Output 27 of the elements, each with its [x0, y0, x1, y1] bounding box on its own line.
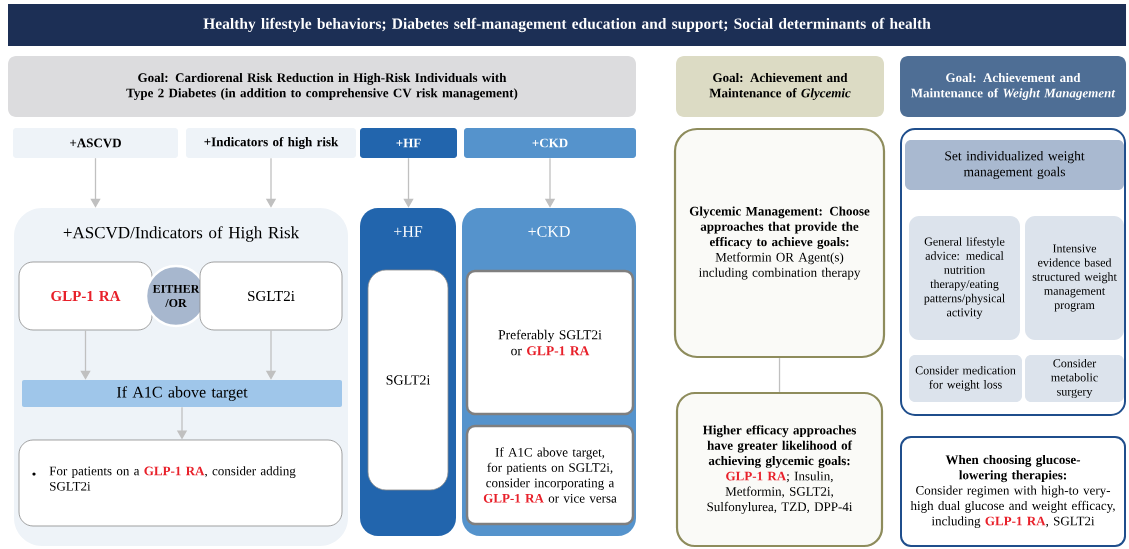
option-box: Intensive evidence based structured weight management program: [1025, 216, 1124, 340]
approach-box: Glycemic Management: Choose approaches that provide the efficacy to achieve goals: Metformin OR Agent(s) including combination therapy: [673, 127, 886, 359]
approach-box: Higher efficacy approaches have greater likelihood of achieving glycemic goals: GLP-1 RA; Insulin, Metformin, SGLT2i, Sulfonylurea, TZD, DPP-4i: [675, 391, 884, 548]
recommendation-box: Preferably SGLT2i or GLP-1 RA: [465, 269, 635, 416]
goal-header: Goal: Cardiorenal Risk Reduction in High-Risk Individuals with Type 2 Diabetes (in addition to comprehensive CV risk management): [8, 56, 636, 117]
option-box: Consider medication for weight loss: [909, 355, 1022, 402]
drug-box: SGLT2i: [367, 269, 449, 491]
recommendation-box: For patients on a GLP-1 RA, consider adding SGLT2i: [18, 439, 343, 527]
option-box: Consider metabolic surgery: [1025, 355, 1124, 402]
category-tab: +CKD: [464, 128, 636, 158]
drug-box: SGLT2i: [199, 261, 343, 331]
goal-header: Goal: Achievement and Maintenance of Weight Management: [900, 56, 1126, 117]
condition-bar: If A1C above target: [22, 380, 342, 407]
category-tab: +Indicators of high risk: [186, 128, 356, 158]
connector-line: [778, 357, 781, 393]
goal-header: Goal: Achievement and Maintenance of Glycemic: [676, 56, 884, 117]
arrow: [90, 157, 101, 208]
drug-box: GLP-1 RA: [18, 261, 153, 331]
arrow: [403, 157, 414, 208]
option-box: General lifestyle advice: medical nutrition therapy/eating patterns/physical activity: [909, 216, 1020, 340]
goal-bar: Set individualized weight management goals: [905, 140, 1124, 190]
recommendation-box: When choosing glucose-lowering therapies: Consider regimen with high-to very-high dual glucose and weight efficacy, including GLP-1 RA, SGLT2i: [900, 436, 1126, 547]
arrow: [80, 329, 91, 380]
category-tab: +ASCVD: [13, 128, 178, 158]
recommendation-box: If A1C above target, for patients on SGLT2i, consider incorporating a GLP-1 RA or vice versa: [465, 424, 635, 526]
banner: Healthy lifestyle behaviors; Diabetes self-management education and support; Social determinants of health: [8, 4, 1126, 46]
category-tab: +HF: [360, 128, 457, 158]
